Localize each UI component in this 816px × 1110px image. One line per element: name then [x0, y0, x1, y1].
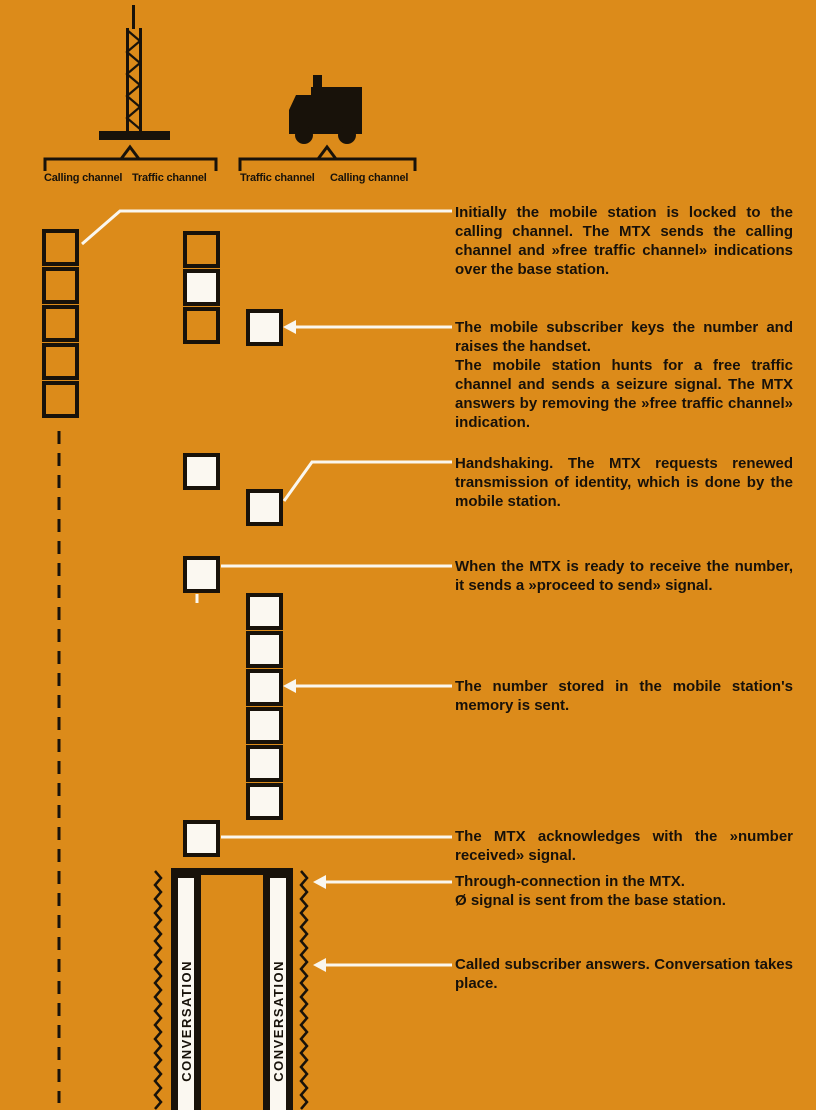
conversation-channel-bar-right: CONVERSATION — [263, 869, 293, 1110]
connector-lines — [81, 209, 452, 967]
signal-square-filled — [246, 593, 283, 630]
arrowhead-step7 — [313, 875, 326, 889]
signal-square-filled — [246, 669, 283, 706]
radio-wave-zigzags — [153, 870, 309, 1110]
step-text-5: The number stored in the mobile station'… — [455, 678, 793, 714]
signal-square-filled — [183, 269, 220, 306]
arrowhead-step8 — [313, 958, 326, 972]
signal-square-open — [42, 381, 79, 418]
channel-label-mobile-calling: Calling channel — [330, 172, 409, 184]
signal-square-open — [42, 229, 79, 266]
signal-square-filled — [246, 309, 283, 346]
radio-wave-zigzag-left — [153, 870, 163, 1110]
conversation-label: CONVERSATION — [178, 960, 194, 1082]
signal-square-filled — [183, 820, 220, 857]
channel-label-base-traffic: Traffic channel — [132, 172, 207, 184]
step-text-6: The MTX acknowledges with the »number re… — [455, 828, 793, 864]
radio-wave-zigzag-right — [299, 870, 309, 1110]
radio-tower-icon — [99, 5, 170, 140]
signal-square-filled — [246, 707, 283, 744]
step-text-2: The mobile subscriber keys the number an… — [455, 319, 793, 431]
conversation-label: CONVERSATION — [270, 960, 286, 1082]
signal-square-open — [183, 307, 220, 344]
arrowhead-step2 — [283, 320, 296, 334]
signal-square-filled — [246, 783, 283, 820]
step-text-3: Handshaking. The MTX requests renewed tr… — [455, 455, 793, 510]
signal-square-open — [183, 231, 220, 268]
connector-line-step3 — [282, 460, 452, 502]
step-text-4: When the MTX is ready to receive the num… — [455, 558, 793, 594]
truck-icon — [289, 75, 362, 144]
signal-square-filled — [246, 489, 283, 526]
signal-square-filled — [183, 556, 220, 593]
conversation-channel-inner: CONVERSATION — [178, 878, 194, 1110]
signal-square-filled — [246, 631, 283, 668]
mobile-station-bracket — [238, 144, 417, 171]
signal-square-open — [42, 267, 79, 304]
channel-label-mobile-traffic: Traffic channel — [240, 172, 315, 184]
step-text-8: Called subscriber answers. Conversation … — [455, 956, 793, 992]
signal-square-open — [42, 343, 79, 380]
signal-square-filled — [183, 453, 220, 490]
signal-square-filled — [246, 745, 283, 782]
connector-line-step1 — [81, 209, 452, 246]
conversation-channel-inner: CONVERSATION — [270, 878, 286, 1110]
step-text-1: Initially the mobile station is locked t… — [455, 204, 793, 278]
channel-label-base-calling: Calling channel — [44, 172, 123, 184]
base-station-bracket — [43, 144, 218, 171]
arrowhead-step5 — [283, 679, 296, 693]
connector-arrowheads — [283, 320, 326, 972]
conversation-channel-bar-left: CONVERSATION — [171, 869, 201, 1110]
through-connection-bar — [171, 868, 293, 875]
signal-square-open — [42, 305, 79, 342]
step-text-7: Through-connection in the MTX. Ø signal … — [455, 873, 726, 909]
